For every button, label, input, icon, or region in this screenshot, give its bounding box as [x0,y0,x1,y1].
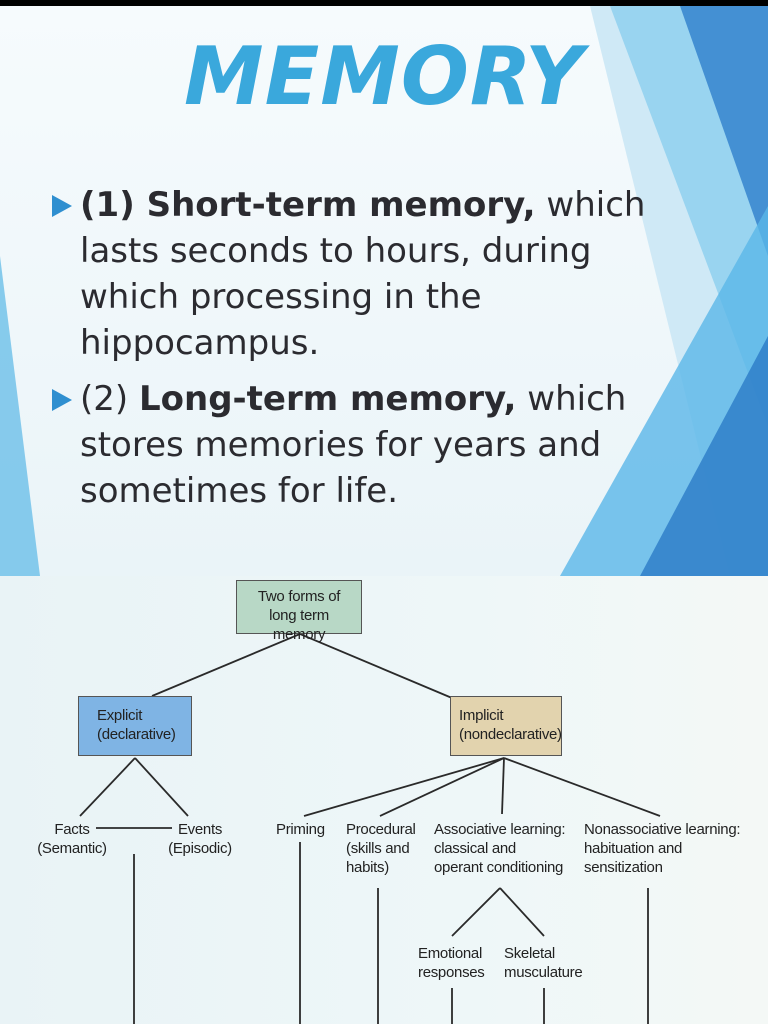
events-line1: Events [177,821,223,838]
emotional-line2: responses [418,964,485,981]
implicit-line2: (nondeclarative) [459,726,562,743]
bullet-text: which lasts seconds to hours, during whi… [80,185,646,363]
root-box: Two forms of long term memory [236,580,362,643]
facts-line2: (Semantic) [37,840,107,857]
bullet-lead: (1) [80,185,147,225]
explicit-line1: Explicit [97,707,143,724]
implicit-box: Implicit (nondeclarative) [450,696,562,756]
procedural-node: Procedural (skills and habits) [346,820,426,877]
priming-node: Priming [276,820,332,839]
bullet-term: Long-term memory, [138,379,517,419]
explicit-line2: (declarative) [97,726,176,743]
associative-line2: classical and [434,840,516,857]
bullet-lead: (2) [80,379,139,419]
emotional-node: Emotional responses [418,944,492,982]
bullet-arrow-icon [52,195,72,217]
slide-decoration [0,6,768,576]
root-line2: long term memory [269,607,329,643]
events-line2: (Episodic) [168,840,232,857]
memory-diagram: Two forms of long term memory Explicit (… [0,576,768,1024]
events-node: Events (Episodic) [160,820,240,858]
procedural-line1: Procedural [346,821,416,838]
skeletal-line1: Skeletal [504,945,555,962]
facts-line1: Facts [54,821,90,838]
root-line1: Two forms of [257,588,341,605]
associative-node: Associative learning: classical and oper… [434,820,574,877]
skeletal-line2: musculature [504,964,583,981]
implicit-line1: Implicit [459,707,504,724]
nonassociative-line3: sensitization [584,859,663,876]
associative-line3: operant conditioning [434,859,564,876]
procedural-line3: habits) [346,859,389,876]
memory-slide: MEMORY (1) Short-term memory, which last… [0,6,768,576]
nonassociative-node: Nonassociative learning: habituation and… [584,820,766,877]
slide-title: MEMORY [183,30,585,123]
bullet-term: Short-term memory, [146,185,536,225]
priming-line1: Priming [276,821,325,838]
bullet-short-term: (1) Short-term memory, which lasts secon… [46,182,686,366]
nonassociative-line1: Nonassociative learning: [584,821,741,838]
diagram-connectors [79,633,661,1024]
procedural-line2: (skills and [346,840,410,857]
nonassociative-line2: habituation and [584,840,683,857]
explicit-box: Explicit (declarative) [78,696,192,756]
bullet-list: (1) Short-term memory, which lasts secon… [46,182,686,524]
bullet-arrow-icon [52,389,72,411]
facts-node: Facts (Semantic) [30,820,114,858]
emotional-line1: Emotional [418,945,483,962]
associative-line1: Associative learning: [434,821,566,838]
bullet-text: which stores memories for years and some… [80,379,627,511]
bullet-long-term: (2) Long-term memory, which stores memor… [46,376,686,514]
skeletal-node: Skeletal musculature [504,944,594,982]
